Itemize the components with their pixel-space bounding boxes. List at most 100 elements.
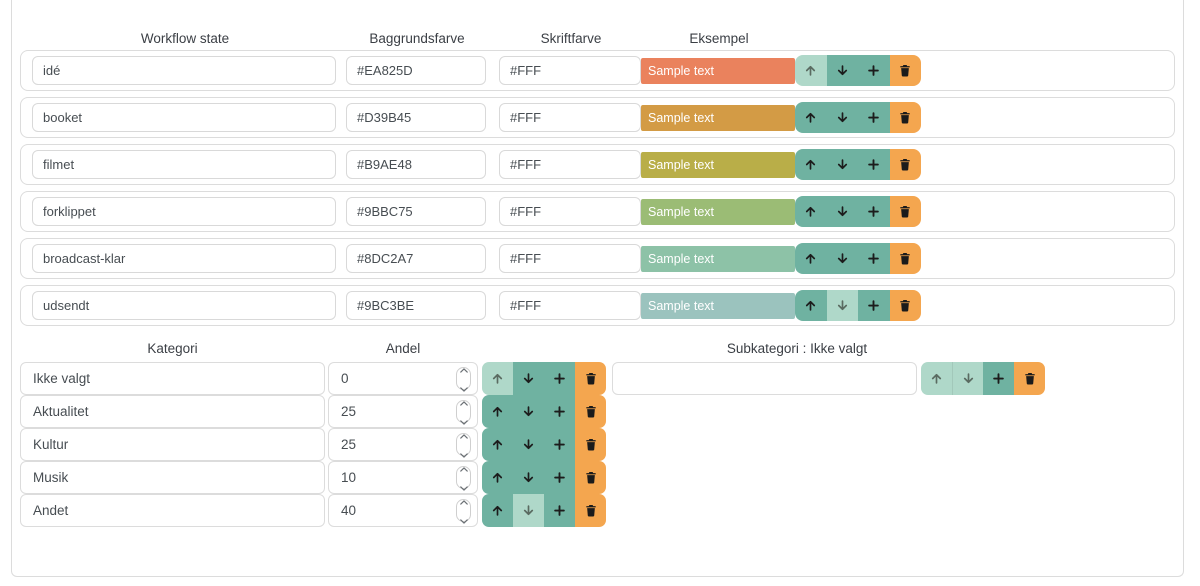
font-color-input[interactable] (499, 103, 641, 132)
background-color-input[interactable] (346, 103, 486, 132)
share-number-input[interactable] (328, 494, 478, 527)
move-up-button[interactable] (795, 149, 827, 180)
add-row-button[interactable] (858, 55, 890, 86)
trash-icon (584, 404, 598, 419)
font-color-input[interactable] (499, 244, 641, 273)
move-down-button[interactable] (826, 243, 858, 274)
arrow-up-icon (803, 157, 818, 172)
delete-row-button[interactable] (575, 362, 606, 395)
move-up-button[interactable] (482, 494, 513, 527)
font-color-input[interactable] (499, 56, 641, 85)
workflow-state-input[interactable] (32, 291, 336, 320)
add-row-button[interactable] (858, 149, 890, 180)
workflow-row: Sample text (20, 238, 1175, 279)
delete-row-button[interactable] (575, 494, 606, 527)
add-row-button[interactable] (544, 494, 575, 527)
share-number-input[interactable] (328, 395, 478, 428)
number-stepper[interactable] (456, 499, 471, 524)
delete-row-button[interactable] (889, 55, 921, 86)
background-color-input[interactable] (346, 56, 486, 85)
delete-row-button[interactable] (889, 196, 921, 227)
delete-row-button[interactable] (575, 461, 606, 494)
delete-row-button[interactable] (575, 428, 606, 461)
add-row-button[interactable] (858, 243, 890, 274)
move-down-button[interactable] (826, 290, 858, 321)
move-up-button[interactable] (795, 290, 827, 321)
stepper-down-icon (459, 412, 468, 430)
font-color-input[interactable] (499, 197, 641, 226)
arrow-up-icon (490, 470, 505, 485)
number-stepper[interactable] (456, 433, 471, 458)
add-row-button[interactable] (983, 362, 1014, 395)
delete-row-button[interactable] (889, 243, 921, 274)
number-stepper[interactable] (456, 400, 471, 425)
number-stepper[interactable] (456, 367, 471, 392)
sample-text-preview: Sample text (641, 104, 795, 131)
font-color-input[interactable] (499, 291, 641, 320)
share-number-input[interactable] (328, 362, 478, 395)
add-row-button[interactable] (858, 290, 890, 321)
add-row-button[interactable] (858, 196, 890, 227)
move-down-button[interactable] (513, 494, 544, 527)
background-color-input[interactable] (346, 197, 486, 226)
delete-row-button[interactable] (1014, 362, 1045, 395)
move-down-button[interactable] (513, 461, 544, 494)
row-actions (482, 494, 606, 527)
arrow-down-icon (521, 371, 536, 386)
category-name-input[interactable] (20, 362, 325, 395)
category-rows-list (20, 362, 606, 527)
category-name-input[interactable] (20, 461, 325, 494)
move-up-button[interactable] (482, 395, 513, 428)
add-row-button[interactable] (544, 461, 575, 494)
move-down-button[interactable] (826, 55, 858, 86)
move-down-button[interactable] (513, 362, 544, 395)
move-down-button[interactable] (952, 362, 983, 395)
background-color-input[interactable] (346, 150, 486, 179)
font-color-input[interactable] (499, 150, 641, 179)
category-name-input[interactable] (20, 428, 325, 461)
move-down-button[interactable] (513, 395, 544, 428)
move-up-button[interactable] (482, 362, 513, 395)
trash-icon (898, 157, 912, 172)
workflow-state-input[interactable] (32, 56, 336, 85)
workflow-row: Sample text (20, 144, 1175, 185)
stepper-up-icon (459, 459, 468, 477)
add-row-button[interactable] (544, 362, 575, 395)
stepper-down-icon (459, 478, 468, 496)
move-up-button[interactable] (482, 428, 513, 461)
stepper-down-icon (459, 511, 468, 529)
delete-row-button[interactable] (889, 149, 921, 180)
delete-row-button[interactable] (889, 290, 921, 321)
move-down-button[interactable] (513, 428, 544, 461)
workflow-state-input[interactable] (32, 197, 336, 226)
workflow-state-input[interactable] (32, 103, 336, 132)
move-down-button[interactable] (826, 102, 858, 133)
add-row-button[interactable] (544, 395, 575, 428)
background-color-input[interactable] (346, 291, 486, 320)
category-name-input[interactable] (20, 494, 325, 527)
add-row-button[interactable] (544, 428, 575, 461)
workflow-state-input[interactable] (32, 244, 336, 273)
row-actions (482, 395, 606, 428)
move-up-button[interactable] (795, 55, 827, 86)
move-up-button[interactable] (795, 196, 827, 227)
trash-icon (898, 204, 912, 219)
stepper-up-icon (459, 393, 468, 411)
number-stepper[interactable] (456, 466, 471, 491)
background-color-input[interactable] (346, 244, 486, 273)
move-up-button[interactable] (795, 102, 827, 133)
move-down-button[interactable] (826, 149, 858, 180)
move-up-button[interactable] (921, 362, 952, 395)
share-number-input[interactable] (328, 428, 478, 461)
arrow-down-icon (835, 157, 850, 172)
delete-row-button[interactable] (889, 102, 921, 133)
move-up-button[interactable] (482, 461, 513, 494)
move-down-button[interactable] (826, 196, 858, 227)
category-name-input[interactable] (20, 395, 325, 428)
share-number-input[interactable] (328, 461, 478, 494)
delete-row-button[interactable] (575, 395, 606, 428)
move-up-button[interactable] (795, 243, 827, 274)
workflow-state-input[interactable] (32, 150, 336, 179)
subcategory-name-input[interactable] (612, 362, 917, 395)
add-row-button[interactable] (858, 102, 890, 133)
